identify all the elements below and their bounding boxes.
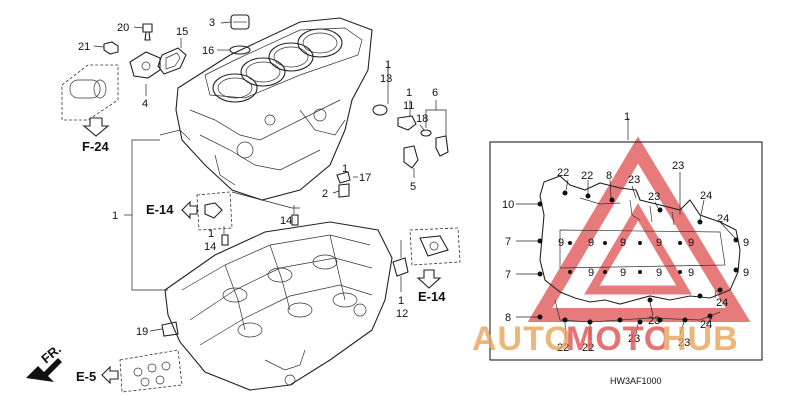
callout-17: 17 [359, 172, 371, 184]
panel-label-9i: 9 [656, 267, 662, 279]
panel-label-9e: 9 [688, 237, 694, 249]
callout-3: 3 [209, 17, 215, 29]
callout-1-top: 1 [385, 59, 391, 71]
ref-e14-right: E-14 [418, 289, 446, 304]
callout-1-lower: 1 [208, 228, 214, 240]
panel-labels: 10 7 7 8 22 22 8 23 23 23 24 24 9 9 9 9 … [502, 160, 749, 386]
panel-label-24c: 24 [716, 297, 728, 309]
watermark-moto: MOTO [566, 320, 671, 358]
diagram-code: HW3AF1000 [610, 376, 662, 386]
reference-arrows [26, 117, 442, 385]
panel-label-23d: 23 [628, 333, 640, 345]
panel-label-22b: 22 [581, 170, 593, 182]
ref-e14-left: E-14 [146, 202, 174, 217]
panel-label-24d: 24 [700, 319, 712, 331]
panel-label-10: 10 [502, 199, 514, 211]
bolt-holes [537, 190, 739, 325]
detail-panel [489, 141, 763, 361]
panel-label-9c: 9 [620, 237, 626, 249]
panel-label-9j: 9 [688, 267, 694, 279]
panel-label-23e: 23 [648, 315, 660, 327]
panel-label-22d: 22 [582, 342, 594, 354]
callout-19: 19 [136, 326, 148, 338]
callout-2: 2 [322, 188, 328, 200]
panel-label-22a: 22 [557, 167, 569, 179]
panel-label-9f: 9 [743, 237, 749, 249]
callout-21: 21 [78, 41, 90, 53]
callout-15: 15 [176, 26, 188, 38]
callout-18: 18 [416, 113, 428, 125]
callout-5: 5 [410, 181, 416, 193]
watermark-triangle-small [584, 203, 692, 295]
gasket-outline [539, 175, 741, 305]
f24-arrow-icon [82, 117, 110, 137]
panel-label-9h: 9 [620, 267, 626, 279]
callout-4: 4 [142, 98, 148, 110]
watermark-auto: AUTO [472, 320, 572, 358]
panel-label-9k: 9 [743, 267, 749, 279]
callout-16: 16 [202, 45, 214, 57]
panel-label-23a: 23 [628, 174, 640, 186]
watermark-text: AUTO MOTO HUB [472, 320, 739, 358]
callout-1-panel: 1 [624, 111, 630, 123]
panel-label-23f: 23 [678, 337, 690, 349]
callout-11: 11 [403, 100, 414, 112]
panel-label-9g: 9 [588, 267, 594, 279]
callout-14-b: 14 [204, 241, 216, 253]
panel-label-9d: 9 [656, 237, 662, 249]
panel-label-22c: 22 [557, 342, 569, 354]
e5-arrow-icon [101, 365, 119, 385]
panel-label-23c: 23 [648, 191, 660, 203]
callout-1-mid: 1 [342, 163, 348, 175]
callout-6: 6 [432, 87, 438, 99]
callout-13: 13 [380, 73, 392, 85]
watermark-triangle-large [527, 136, 751, 322]
callout-20: 20 [117, 22, 129, 34]
fr-arrow-icon [26, 358, 62, 382]
cylinder-block [159, 17, 373, 201]
callout-1-plug: 1 [398, 295, 404, 307]
ref-f24: F-24 [82, 139, 110, 154]
panel-label-8-top: 8 [606, 170, 612, 182]
small-parts [61, 14, 461, 393]
leader-lines [93, 21, 629, 332]
callout-1-left: 1 [112, 210, 118, 222]
panel-label-23b: 23 [672, 160, 684, 172]
panel-label-7a: 7 [505, 236, 511, 248]
ref-e5: E-5 [76, 369, 96, 384]
panel-label-7b: 7 [505, 269, 511, 281]
panel-label-9b: 9 [588, 237, 594, 249]
e14-left-arrow-icon [181, 200, 198, 220]
callout-14-a: 14 [280, 215, 292, 227]
detail-panel-frame [489, 141, 763, 361]
panel-label-24a: 24 [700, 190, 712, 202]
reference-labels: F-24 E-14 E-14 E-5 FR. [38, 139, 446, 384]
callout-labels: 20 21 3 16 15 4 1 13 1 11 6 18 5 1 17 2 … [78, 17, 630, 338]
panel-label-9a: 9 [558, 237, 564, 249]
callout-12: 12 [396, 308, 408, 320]
lower-block [164, 221, 393, 391]
panel-label-8-left: 8 [505, 312, 511, 324]
panel-label-24b: 24 [717, 213, 729, 225]
e14-right-arrow-icon [416, 269, 442, 289]
callout-1-right: 1 [406, 87, 412, 99]
watermark-logo [527, 136, 751, 322]
watermark-hub: HUB [662, 320, 739, 358]
